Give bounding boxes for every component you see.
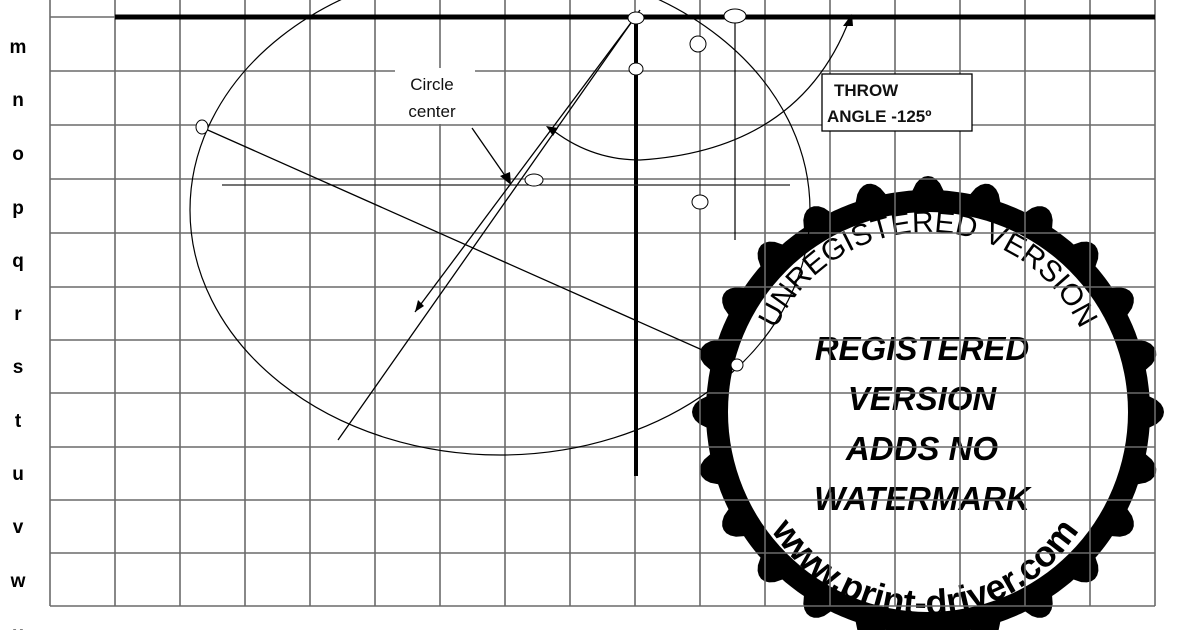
- marker-point: [723, 8, 747, 24]
- row-label: x: [13, 624, 24, 630]
- diameter-line: [200, 126, 737, 366]
- circle-center-pointer: [471, 127, 509, 181]
- throw-angle-box: [821, 73, 973, 132]
- circle-center-label-bg: [395, 68, 475, 124]
- row-label: n: [12, 90, 24, 111]
- throw-line-inner: [414, 15, 637, 313]
- row-labels: l m n o p q r s t u v w x: [10, 0, 27, 630]
- row-label: v: [13, 517, 24, 538]
- stamp-inner-circle: [728, 212, 1128, 612]
- circle-center-label-line1: Circle: [410, 75, 453, 94]
- marker-points: [195, 8, 747, 372]
- throw-arrowhead: [415, 300, 424, 312]
- marker-point: [195, 119, 209, 135]
- throw-line: [337, 9, 641, 441]
- angle-arc: [549, 17, 851, 161]
- marker-point: [627, 11, 645, 25]
- row-label: r: [14, 304, 22, 325]
- row-label: q: [12, 251, 24, 272]
- angle-arrowhead-end: [843, 14, 853, 26]
- grid: [49, 0, 1156, 607]
- circle-center-arrowhead: [500, 172, 511, 185]
- marker-point: [730, 358, 744, 372]
- throw-angle-line1: THROW: [834, 81, 899, 100]
- stamp-line-1: REGISTERED: [815, 330, 1030, 367]
- throw-circle: [189, 0, 811, 456]
- row-label: t: [15, 411, 22, 432]
- marker-point: [628, 62, 644, 76]
- row-label: w: [10, 571, 26, 592]
- marker-point: [691, 194, 709, 210]
- circle-center-label-line2: center: [408, 102, 456, 121]
- row-label: u: [12, 464, 24, 485]
- angle-arrowhead-start: [546, 126, 558, 136]
- watermark-stamp: UNREGISTERED VERSION REGISTERED VERSION …: [692, 176, 1164, 630]
- row-label: s: [13, 357, 24, 378]
- row-label: l: [15, 0, 20, 5]
- stamp-line-3: ADDS NO: [845, 430, 999, 467]
- stamp-line-2: VERSION: [848, 380, 998, 417]
- throw-angle-line2: ANGLE -125º: [827, 107, 931, 126]
- row-label: m: [10, 37, 27, 58]
- marker-point: [689, 35, 707, 53]
- stamp-line-4: WATERMARK: [814, 480, 1032, 517]
- row-label: o: [12, 144, 24, 165]
- marker-point: [524, 173, 544, 187]
- row-label: p: [12, 198, 24, 219]
